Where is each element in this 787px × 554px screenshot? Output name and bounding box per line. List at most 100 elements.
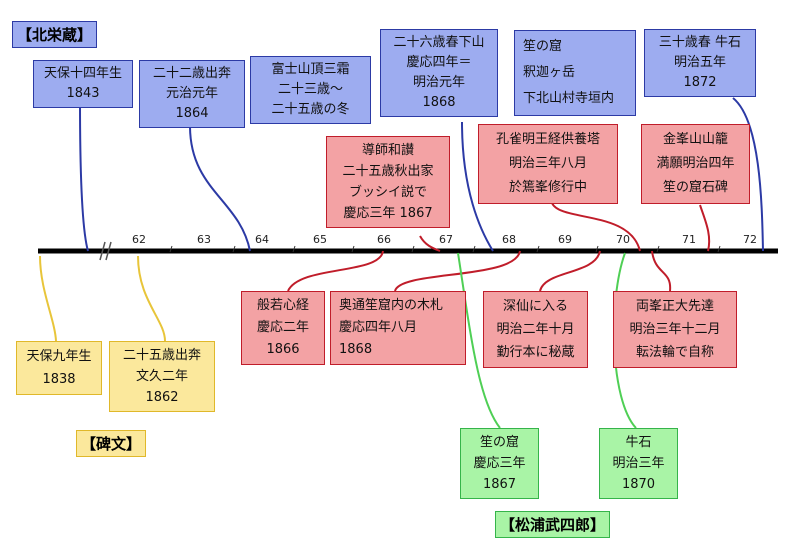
header-hokubeizo: 【北栄蔵】 [12, 21, 98, 48]
event-g2-line2: 明治三年 [612, 456, 665, 471]
event-r2-line3: 於篶峯修行中 [508, 180, 587, 195]
connector-r3 [699, 204, 711, 252]
event-r1-line1: 導師和讃 [361, 143, 414, 158]
event-box-b2: 二十二歳出奔 元治元年 1864 [139, 60, 245, 128]
event-r1-line3: ブッシイ説で [348, 185, 427, 200]
connector-r5 [394, 250, 521, 292]
event-box-r6: 深仙に入る 明治二年十月 勤行本に秘蔵 [483, 291, 588, 368]
connector-r7 [651, 250, 672, 292]
connector-y2 [137, 255, 166, 342]
event-box-r3: 金峯山山籠 満願明治四年 笙の窟石碑 [641, 124, 750, 204]
event-y2-line1: 二十五歳出奔 [122, 348, 201, 363]
event-r3-line3: 笙の窟石碑 [662, 180, 728, 195]
event-b6-line2: 明治五年 [673, 55, 726, 70]
axis-break-mark [99, 241, 112, 261]
event-r4-line3: 1866 [266, 342, 300, 357]
connector-b1 [79, 101, 89, 252]
event-y2-line3: 1862 [145, 390, 179, 405]
event-b4-line1: 二十六歳春下山 [393, 35, 485, 50]
event-b2-line1: 二十二歳出奔 [152, 66, 231, 81]
event-box-r1: 導師和讃 二十五歳秋出家 ブッシイ説で 慶応三年 1867 [326, 136, 450, 228]
event-r2-line2: 明治三年八月 [508, 156, 587, 171]
tick-72: 72 [743, 233, 757, 246]
connector-b2 [189, 125, 251, 252]
event-b1-line1: 天保十四年生 [43, 66, 122, 81]
event-r7-line1: 両峯正大先達 [635, 299, 714, 314]
event-r4-line1: 般若心経 [256, 298, 309, 313]
event-g2-line1: 牛石 [625, 435, 652, 450]
event-g1-line1: 笙の窟 [479, 435, 519, 450]
event-box-r5: 奥通笙窟内の木札 慶応四年八月 1868 [330, 291, 466, 365]
axis-minor-ticks [169, 245, 721, 253]
event-b4-line2: 慶応四年＝ [406, 55, 472, 70]
header-matsuura: 【松浦武四郎】 [495, 511, 611, 538]
event-b6-line3: 1872 [683, 75, 717, 90]
event-box-b3: 富士山頂三霜 二十三歳～ 二十五歳の冬 [250, 56, 371, 124]
event-r5-line3: 1868 [339, 342, 373, 357]
event-r6-line3: 勤行本に秘蔵 [496, 345, 575, 360]
event-box-r7: 両峯正大先達 明治三年十二月 転法輪で自称 [613, 291, 737, 368]
tick-69: 69 [558, 233, 572, 246]
event-box-b1: 天保十四年生 1843 [33, 60, 133, 108]
tick-63: 63 [197, 233, 211, 246]
event-r1-line4: 慶応三年 1867 [343, 206, 433, 221]
event-box-y2: 二十五歳出奔 文久二年 1862 [109, 341, 215, 412]
connector-y1 [39, 255, 57, 342]
tick-70: 70 [616, 233, 630, 246]
connector-r6 [539, 250, 601, 292]
tick-68: 68 [502, 233, 516, 246]
tick-71: 71 [682, 233, 696, 246]
event-box-b6: 三十歳春 牛石 明治五年 1872 [644, 29, 756, 97]
tick-64: 64 [255, 233, 269, 246]
event-box-r4: 般若心経 慶応二年 1866 [241, 291, 325, 365]
connector-g1 [457, 252, 501, 429]
tick-66: 66 [377, 233, 391, 246]
event-r3-line2: 満願明治四年 [656, 156, 735, 171]
connector-r1 [419, 235, 441, 252]
header-hibun: 【碑文】 [76, 430, 147, 457]
event-box-b5: 笙の窟 釈迦ヶ岳 下北山村寺垣内 [514, 30, 636, 116]
connector-r4 [287, 250, 384, 292]
event-b1-line2: 1843 [66, 86, 100, 101]
event-g2-line3: 1870 [621, 477, 656, 492]
event-b4-line3: 明治元年 [412, 75, 465, 90]
event-y1-line2: 1838 [42, 372, 76, 387]
event-b5-line2: 釈迦ヶ岳 [523, 65, 576, 80]
event-b6-line1: 三十歳春 牛石 [658, 35, 742, 50]
event-b4-line4: 1868 [422, 95, 456, 110]
event-box-b4: 二十六歳春下山 慶応四年＝ 明治元年 1868 [380, 29, 498, 117]
event-box-y1: 天保九年生 1838 [16, 341, 102, 395]
event-y2-line2: 文久二年 [135, 369, 188, 384]
event-g1-line3: 1867 [482, 477, 517, 492]
event-box-g1: 笙の窟 慶応三年 1867 [460, 428, 539, 499]
event-r5-line2: 慶応四年八月 [339, 320, 418, 335]
connector-b4 [461, 121, 494, 252]
event-b5-line1: 笙の窟 [523, 39, 563, 54]
event-box-g2: 牛石 明治三年 1870 [599, 428, 678, 499]
event-y1-line1: 天保九年生 [26, 349, 92, 364]
event-r1-line2: 二十五歳秋出家 [342, 164, 434, 179]
event-r6-line2: 明治二年十月 [496, 322, 575, 337]
event-r4-line2: 慶応二年 [256, 320, 309, 335]
event-b3-line3: 二十五歳の冬 [271, 102, 350, 117]
event-r2-line1: 孔雀明王経供養塔 [495, 132, 600, 147]
event-b2-line2: 元治元年 [165, 86, 218, 101]
event-r7-line3: 転法輪で自称 [635, 345, 714, 360]
event-box-r2: 孔雀明王経供養塔 明治三年八月 於篶峯修行中 [478, 124, 618, 204]
event-r3-line1: 金峯山山籠 [662, 132, 728, 147]
tick-62: 62 [132, 233, 146, 246]
event-g1-line2: 慶応三年 [473, 456, 526, 471]
event-b3-line2: 二十三歳～ [277, 82, 343, 97]
connector-r2 [551, 202, 641, 252]
tick-65: 65 [313, 233, 327, 246]
connector-b6 [732, 97, 764, 252]
event-b5-line3: 下北山村寺垣内 [523, 91, 615, 106]
event-r5-line1: 奥通笙窟内の木札 [339, 298, 444, 313]
event-r7-line2: 明治三年十二月 [629, 322, 721, 337]
tick-67: 67 [439, 233, 453, 246]
event-r6-line1: 深仙に入る [502, 299, 568, 314]
event-b3-line1: 富士山頂三霜 [271, 62, 350, 77]
event-b2-line3: 1864 [175, 106, 209, 121]
